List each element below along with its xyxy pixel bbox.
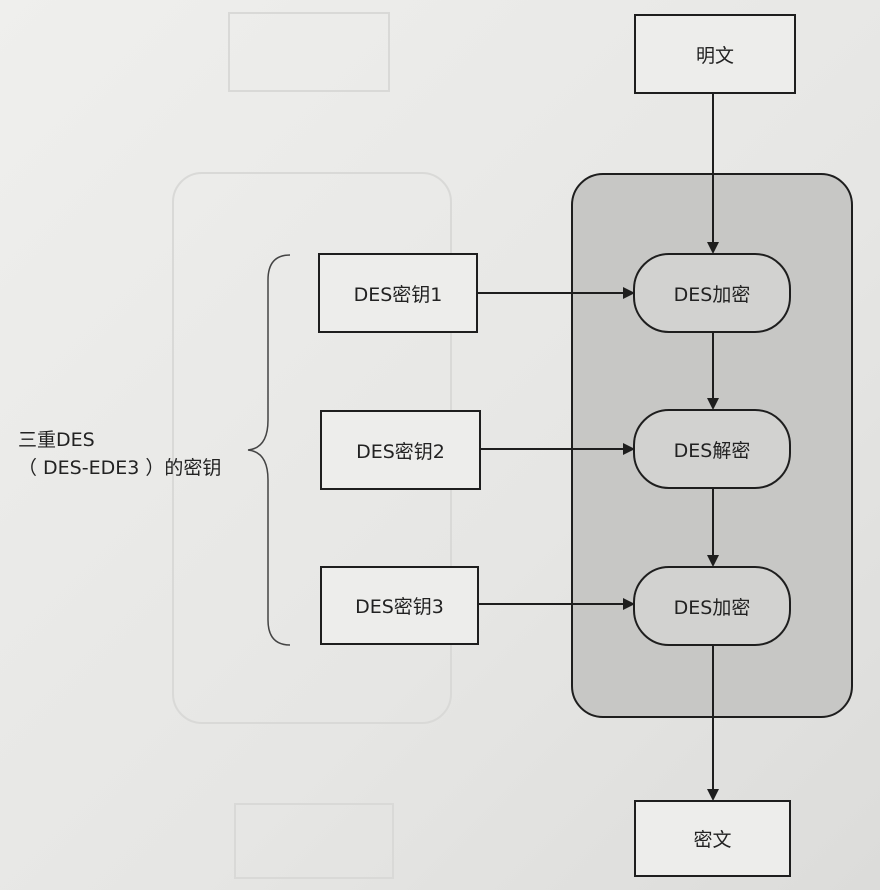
des-key-1-label: DES密钥1 bbox=[353, 283, 443, 306]
des-decrypt-stage: DES解密 bbox=[633, 409, 791, 489]
des-key-3-box: DES密钥3 bbox=[320, 566, 479, 645]
des-encrypt-1-stage: DES加密 bbox=[633, 253, 791, 333]
key-group-label-line2: （ DES-EDE3 ）的密钥 bbox=[18, 457, 222, 479]
des-encrypt-2-stage: DES加密 bbox=[633, 566, 791, 646]
key-group-label: 三重DES （ DES-EDE3 ）的密钥 bbox=[18, 426, 221, 482]
key-group-brace bbox=[247, 254, 291, 646]
des-decrypt-label: DES解密 bbox=[673, 439, 751, 462]
ghost-box-top bbox=[228, 12, 390, 92]
ciphertext-label: 密文 bbox=[693, 829, 732, 851]
plaintext-box: 明文 bbox=[634, 14, 796, 94]
ciphertext-box: 密文 bbox=[634, 800, 791, 877]
des-key-2-label: DES密钥2 bbox=[356, 440, 445, 463]
plaintext-label: 明文 bbox=[695, 44, 734, 67]
des-key-1-box: DES密钥1 bbox=[318, 253, 478, 333]
des-key-2-box: DES密钥2 bbox=[320, 410, 481, 490]
ghost-box-bottom bbox=[234, 803, 394, 879]
key-group-label-line1: 三重DES bbox=[18, 429, 95, 451]
des-encrypt-1-label: DES加密 bbox=[673, 283, 751, 306]
des-key-3-label: DES密钥3 bbox=[355, 596, 444, 618]
des-encrypt-2-label: DES加密 bbox=[673, 596, 751, 619]
